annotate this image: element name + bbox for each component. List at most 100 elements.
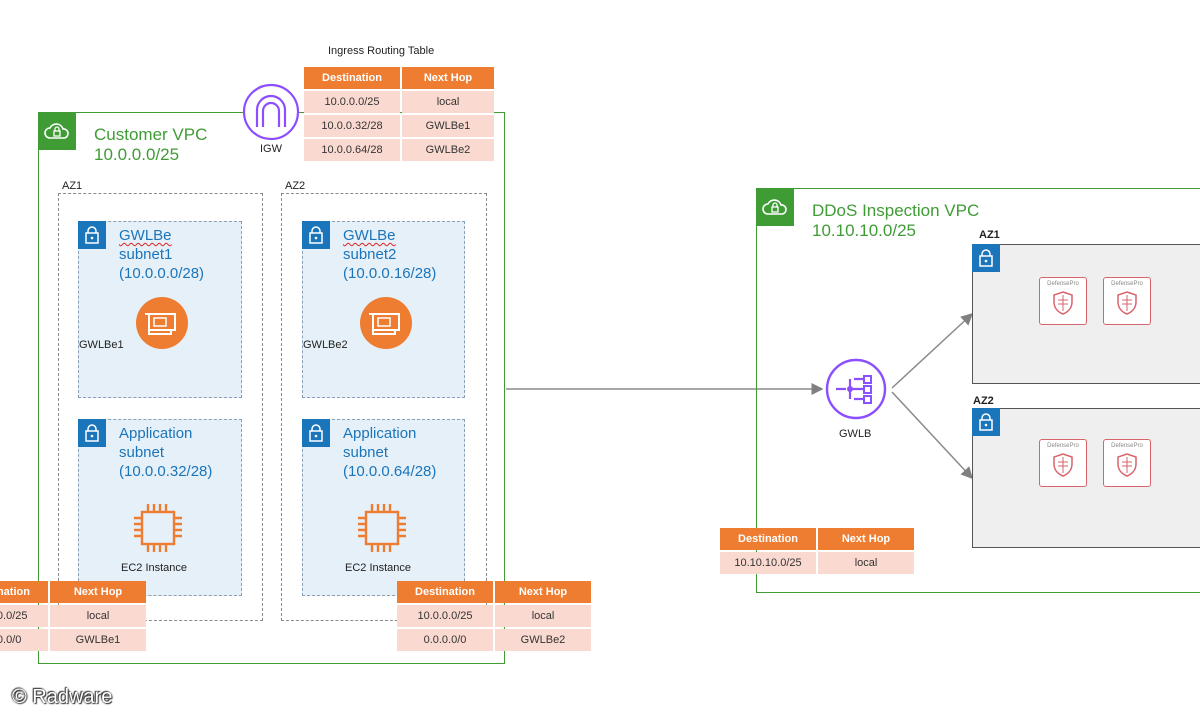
subnet-line2: subnet1 <box>119 246 173 263</box>
table-cell: 10.0.0.0/25 <box>397 605 493 627</box>
defensepro-shield-icon: DefensePro <box>1039 277 1087 325</box>
column-header: Destination <box>304 67 400 89</box>
subnet-cidr: (10.0.0.16/28) <box>343 265 437 282</box>
table-cell: 0.0.0.0/0 <box>0 629 48 651</box>
table-cell: 10.10.10.0/25 <box>720 552 816 574</box>
lock-icon <box>972 408 1000 436</box>
lock-icon <box>302 419 330 447</box>
table-cell: GWLBe1 <box>50 629 146 651</box>
table-cell: GWLBe2 <box>495 629 591 651</box>
lock-icon <box>302 221 330 249</box>
subnet-name: GWLBe subnet2 (10.0.0.16/28) <box>343 226 436 283</box>
copyright-label: © Radware <box>12 686 113 708</box>
table-cell: 0.0.0.0/0 <box>397 629 493 651</box>
lock-icon <box>972 244 1000 272</box>
az1-app-subnet: Application subnet (10.0.0.32/28) EC2 In… <box>78 419 242 596</box>
customer-vpc-name: Customer VPC <box>94 125 208 144</box>
defensepro-shield-icon: DefensePro <box>1103 439 1151 487</box>
ec2-chip-icon <box>130 500 186 556</box>
subnet-name: GWLBe subnet1 (10.0.0.0/28) <box>119 226 204 283</box>
endpoint-label: GWLBe2 <box>303 339 348 351</box>
customer-vpc-cidr: 10.0.0.0/25 <box>94 145 180 164</box>
ec2-chip-icon <box>354 500 410 556</box>
defensepro-shield-icon: DefensePro <box>1039 439 1087 487</box>
subnet-line2: subnet2 <box>343 246 397 263</box>
ddos-az1-appliance-group: DefensePro DefensePro <box>972 244 1200 384</box>
gwlb-to-az2-arrow <box>891 391 974 480</box>
subnet-line1: GWLBe <box>119 227 172 244</box>
table-cell: 10.0.0.64/28 <box>304 139 400 161</box>
appliance-label: DefensePro <box>1111 443 1143 449</box>
az2-label: AZ2 <box>285 180 306 192</box>
lock-icon <box>78 221 106 249</box>
subnet-name: Application subnet (10.0.0.64/28) <box>343 424 436 481</box>
gwlb-icon <box>824 357 888 421</box>
table-cell: GWLBe1 <box>402 115 494 137</box>
subnet-line1: GWLBe <box>343 227 396 244</box>
instance-label: EC2 Instance <box>345 562 412 574</box>
az1-gwlbe-subnet: GWLBe subnet1 (10.0.0.0/28) GWLBe1 <box>78 221 242 398</box>
table-cell: local <box>50 605 146 627</box>
gwlb-label: GWLB <box>839 428 872 440</box>
column-header: Destination <box>720 528 816 550</box>
subnet-line1: Application <box>343 425 417 442</box>
table-cell: local <box>818 552 914 574</box>
network-interface-icon <box>359 296 413 350</box>
cloud-lock-icon <box>756 188 794 226</box>
az2-zone <box>281 193 487 621</box>
subnet-line2: subnet <box>119 444 165 461</box>
ddos-vpc-name: DDoS Inspection VPC <box>812 201 980 220</box>
table-cell: GWLBe2 <box>402 139 494 161</box>
lock-icon <box>78 419 106 447</box>
defensepro-shield-icon: DefensePro <box>1103 277 1151 325</box>
ddos-az1-label: AZ1 <box>979 229 1000 241</box>
appliance-label: DefensePro <box>1047 281 1079 287</box>
az2-gwlbe-subnet: GWLBe subnet2 (10.0.0.16/28) GWLBe2 <box>302 221 465 398</box>
appliance-label: DefensePro <box>1111 281 1143 287</box>
table-cell: 10.0.0.0/25 <box>0 605 48 627</box>
endpoint-label: GWLBe1 <box>79 339 124 351</box>
az1-label: AZ1 <box>62 180 83 192</box>
column-header: Destination <box>0 581 48 603</box>
subnet-line1: Application <box>119 425 193 442</box>
table-cell: local <box>495 605 591 627</box>
table-cell: 10.0.0.32/28 <box>304 115 400 137</box>
ddos-inspection-vpc: DDoS Inspection VPC 10.10.10.0/25 <box>756 188 1200 593</box>
appliance-label: DefensePro <box>1047 443 1079 449</box>
subnet-cidr: (10.0.0.64/28) <box>343 463 437 480</box>
az1-zone <box>58 193 263 621</box>
ingress-table-caption: Ingress Routing Table <box>328 45 435 57</box>
gwlb-to-az1-arrow <box>891 312 974 389</box>
subnet-line2: subnet <box>343 444 389 461</box>
ddos-vpc-cidr: 10.10.10.0/25 <box>812 221 916 240</box>
subnet-cidr: (10.0.0.0/28) <box>119 265 205 282</box>
igw-icon <box>241 82 301 142</box>
column-header: Next Hop <box>818 528 914 550</box>
column-header: Next Hop <box>495 581 591 603</box>
network-interface-icon <box>135 296 189 350</box>
igw-label: IGW <box>260 143 282 155</box>
table-cell: local <box>402 91 494 113</box>
az2-app-subnet: Application subnet (10.0.0.64/28) EC2 In… <box>302 419 465 596</box>
instance-label: EC2 Instance <box>121 562 188 574</box>
subnet-cidr: (10.0.0.32/28) <box>119 463 213 480</box>
column-header: Next Hop <box>402 67 494 89</box>
ddos-az2-appliance-group: DefensePro DefensePro <box>972 408 1200 548</box>
column-header: Next Hop <box>50 581 146 603</box>
column-header: Destination <box>397 581 493 603</box>
subnet-name: Application subnet (10.0.0.32/28) <box>119 424 212 481</box>
table-cell: 10.0.0.0/25 <box>304 91 400 113</box>
ddos-az2-label: AZ2 <box>973 395 994 407</box>
